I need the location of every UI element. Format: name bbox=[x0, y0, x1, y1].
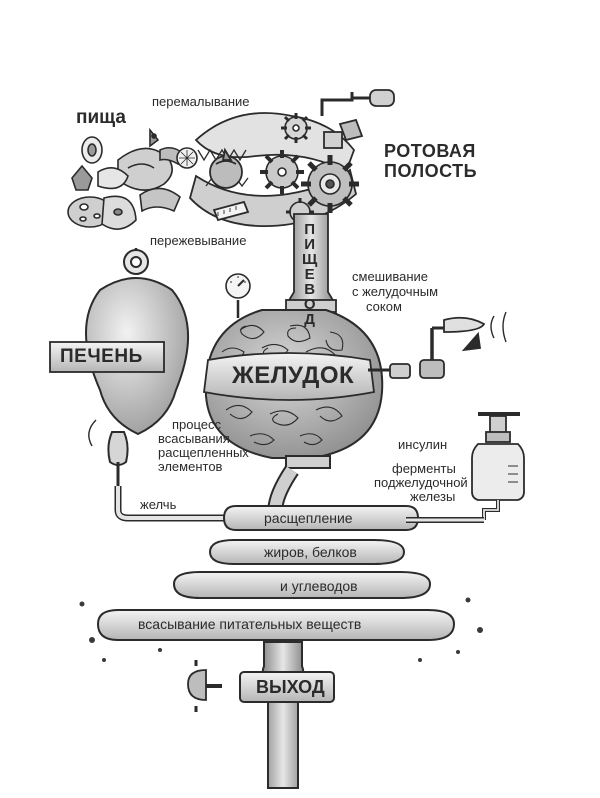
label-enzymes-line1: ферменты bbox=[392, 461, 456, 476]
mouth-grinder bbox=[189, 89, 395, 227]
label-oral-cavity-line1: РОТОВАЯ bbox=[384, 141, 476, 161]
label-mixing-line1: смешивание bbox=[352, 269, 429, 284]
esophagus-letter: Щ bbox=[302, 251, 318, 268]
label-insulin: инсулин bbox=[398, 437, 448, 452]
liver-organ bbox=[49, 248, 190, 486]
label-food: пища bbox=[76, 107, 126, 128]
gear-small-icon bbox=[281, 113, 311, 143]
label-exit: ВЫХОД bbox=[256, 677, 325, 697]
esophagus-letter: П bbox=[304, 221, 316, 238]
label-chewing: пережевывание bbox=[150, 233, 247, 248]
label-intestine-fats-proteins: жиров, белков bbox=[264, 544, 357, 560]
stomach-organ bbox=[203, 309, 384, 469]
label-absorption-line1: процесс bbox=[172, 417, 222, 432]
esophagus-letter: В bbox=[304, 281, 316, 298]
intestine bbox=[96, 465, 484, 789]
gear-medium-icon bbox=[260, 150, 304, 194]
esophagus-letter: Е bbox=[304, 266, 315, 283]
label-bile: желчь bbox=[140, 497, 177, 512]
label-enzymes-line2: поджелудочной bbox=[374, 475, 468, 490]
label-intestine-absorption: всасывание питательных веществ bbox=[138, 616, 362, 632]
esophagus-letter: И bbox=[304, 236, 316, 253]
label-absorption-line4: элементов bbox=[158, 459, 223, 474]
label-liver: ПЕЧЕНЬ bbox=[60, 346, 143, 367]
label-esophagus: П И Щ Е В О Д bbox=[302, 222, 317, 327]
stomach-crank-handle bbox=[368, 311, 507, 379]
label-mixing-line2: с желудочным bbox=[352, 284, 439, 299]
food-pieces bbox=[67, 127, 198, 230]
label-oral-cavity-line2: ПОЛОСТЬ bbox=[384, 161, 478, 181]
bile-tube bbox=[114, 486, 236, 522]
label-enzymes-line3: железы bbox=[410, 489, 456, 504]
gear-large-icon bbox=[301, 155, 359, 213]
gears bbox=[260, 113, 359, 226]
splash-drops bbox=[79, 597, 483, 662]
esophagus-letter: О bbox=[303, 296, 316, 313]
pancreas-bottle bbox=[471, 412, 525, 520]
label-intestine-splitting: расщепление bbox=[264, 510, 353, 526]
pressure-gauge-icon bbox=[225, 273, 251, 318]
label-stomach: ЖЕЛУДОК bbox=[232, 362, 355, 389]
esophagus-letter: Д bbox=[304, 311, 315, 328]
label-grinding: перемалывание bbox=[152, 94, 250, 109]
exit-valve-icon bbox=[187, 660, 222, 712]
label-absorption-line2: всасывания bbox=[158, 431, 230, 446]
label-mixing-line3: соком bbox=[366, 299, 402, 314]
label-intestine-carbohydrates: и углеводов bbox=[280, 578, 358, 594]
label-absorption-line3: расщепленных bbox=[158, 445, 249, 460]
